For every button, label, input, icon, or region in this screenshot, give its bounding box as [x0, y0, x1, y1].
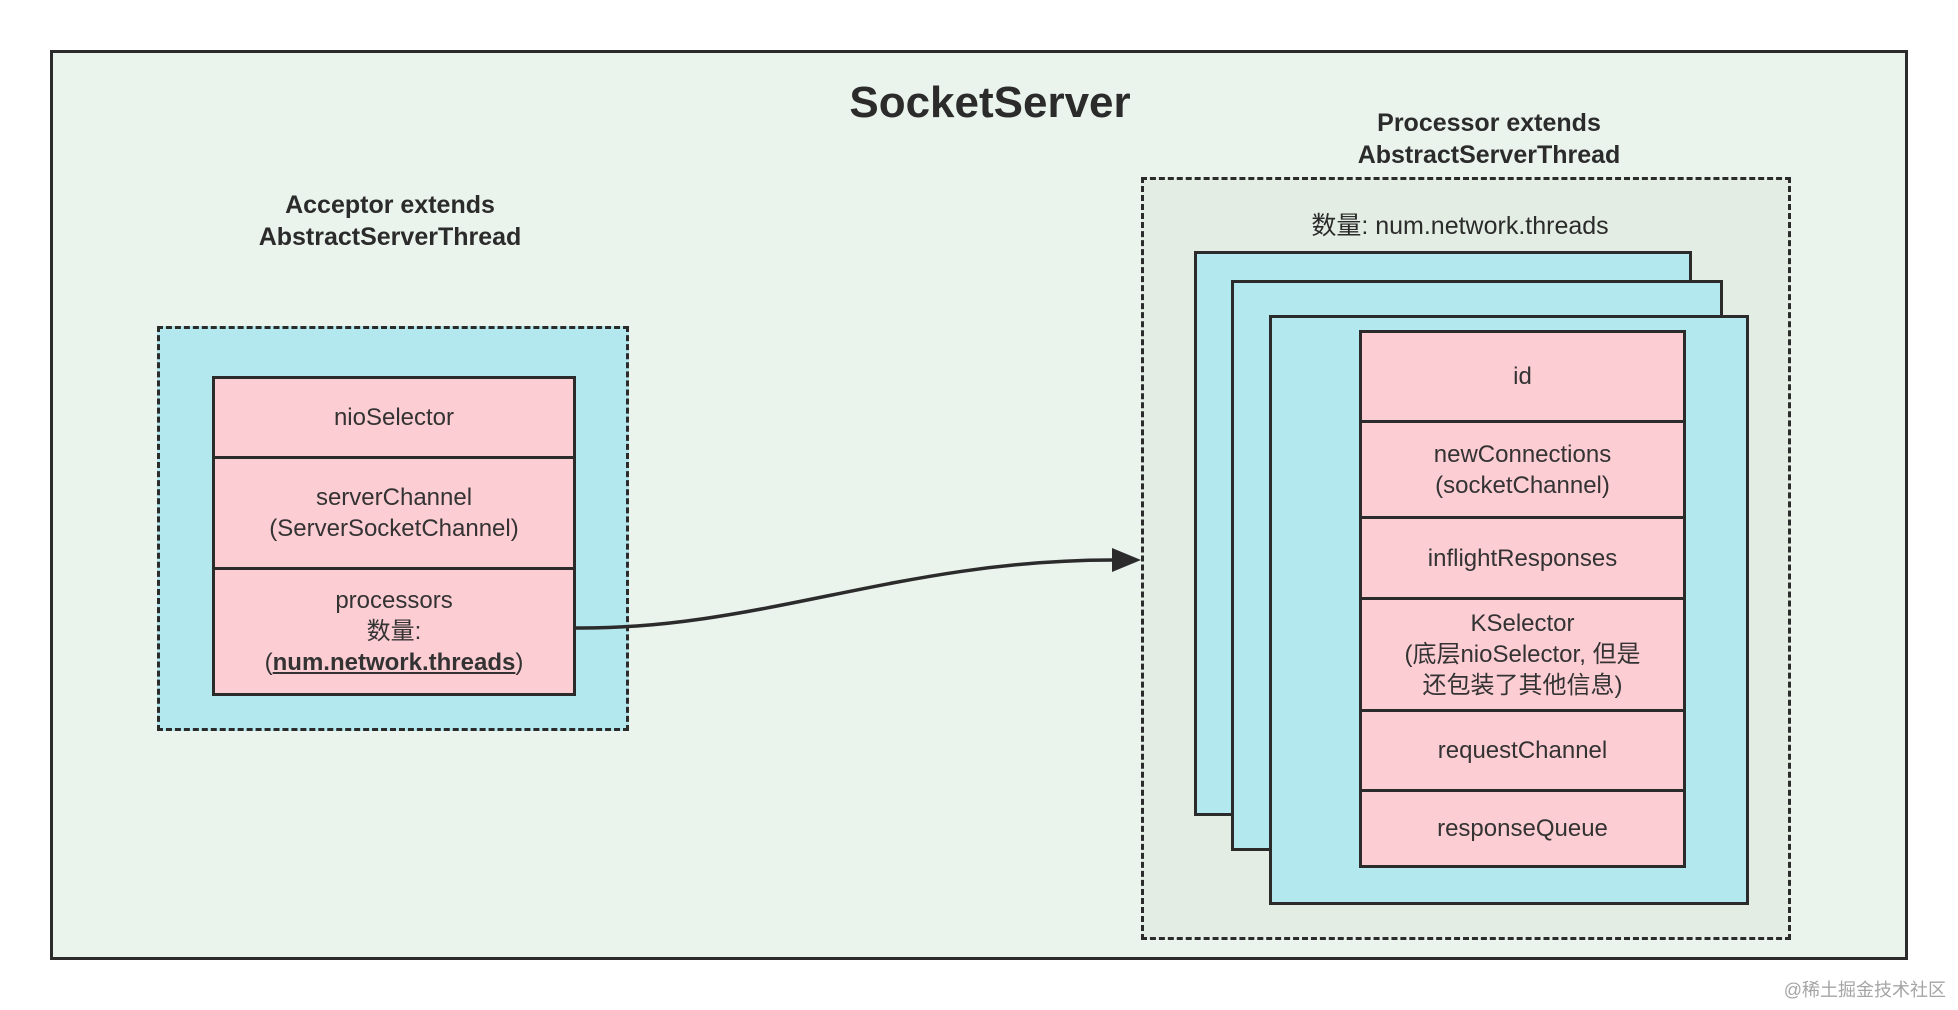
kselector-note-line1: (底层nioSelector, 但是	[1404, 641, 1641, 668]
watermark: @稀土掘金技术社区	[1783, 980, 1946, 1000]
processor-label: Processor extends AbstractServerThread	[1339, 107, 1639, 171]
response-queue-field: responseQueue	[1362, 789, 1683, 865]
processors-count-value: num.network.threads	[272, 649, 516, 676]
id-field: id	[1362, 333, 1683, 420]
processor-label-line2: AbstractServerThread	[1357, 141, 1621, 169]
processors-count-value-line: (num.network.threads)	[265, 647, 524, 678]
new-connections-type: (socketChannel)	[1435, 471, 1610, 499]
response-queue-label: responseQueue	[1437, 815, 1608, 842]
server-channel-label: serverChannel	[315, 484, 473, 511]
diagram-title: SocketServer	[849, 78, 1131, 127]
processor-label-line1: Processor extends	[1377, 109, 1601, 137]
processors-paren-close: )	[515, 649, 524, 676]
nio-selector-label: nioSelector	[333, 404, 455, 431]
acceptor-label-line2: AbstractServerThread	[258, 223, 522, 251]
id-label: id	[1513, 363, 1532, 390]
request-channel-field: requestChannel	[1362, 709, 1683, 789]
nio-selector-field: nioSelector	[215, 379, 573, 456]
processors-paren-open: (	[264, 649, 273, 676]
server-channel-field: serverChannel (ServerSocketChannel)	[215, 456, 573, 567]
new-connections-field: newConnections (socketChannel)	[1362, 420, 1683, 516]
acceptor-label: Acceptor extends AbstractServerThread	[240, 189, 540, 253]
kselector-field: KSelector (底层nioSelector, 但是 还包装了其他信息)	[1362, 597, 1683, 709]
processors-label: processors	[335, 587, 453, 614]
inflight-responses-field: inflightResponses	[1362, 516, 1683, 597]
new-connections-label: newConnections	[1433, 440, 1612, 468]
arrow-line	[573, 558, 1113, 630]
kselector-label: KSelector	[1470, 610, 1575, 637]
request-channel-label: requestChannel	[1437, 737, 1608, 764]
processors-field: processors 数量: (num.network.threads)	[215, 567, 573, 693]
processors-count-label: 数量:	[366, 618, 422, 645]
kselector-note-line2: 还包装了其他信息)	[1422, 672, 1623, 699]
acceptor-field-stack: nioSelector serverChannel (ServerSocketC…	[212, 376, 576, 696]
inflight-responses-label: inflightResponses	[1427, 544, 1618, 572]
acceptor-label-line1: Acceptor extends	[285, 191, 495, 219]
arrowhead	[1112, 548, 1141, 572]
processor-count-label: 数量: num.network.threads	[1311, 212, 1609, 240]
server-channel-type: (ServerSocketChannel)	[269, 515, 519, 542]
processor-field-stack: id newConnections (socketChannel) inflig…	[1359, 330, 1686, 868]
